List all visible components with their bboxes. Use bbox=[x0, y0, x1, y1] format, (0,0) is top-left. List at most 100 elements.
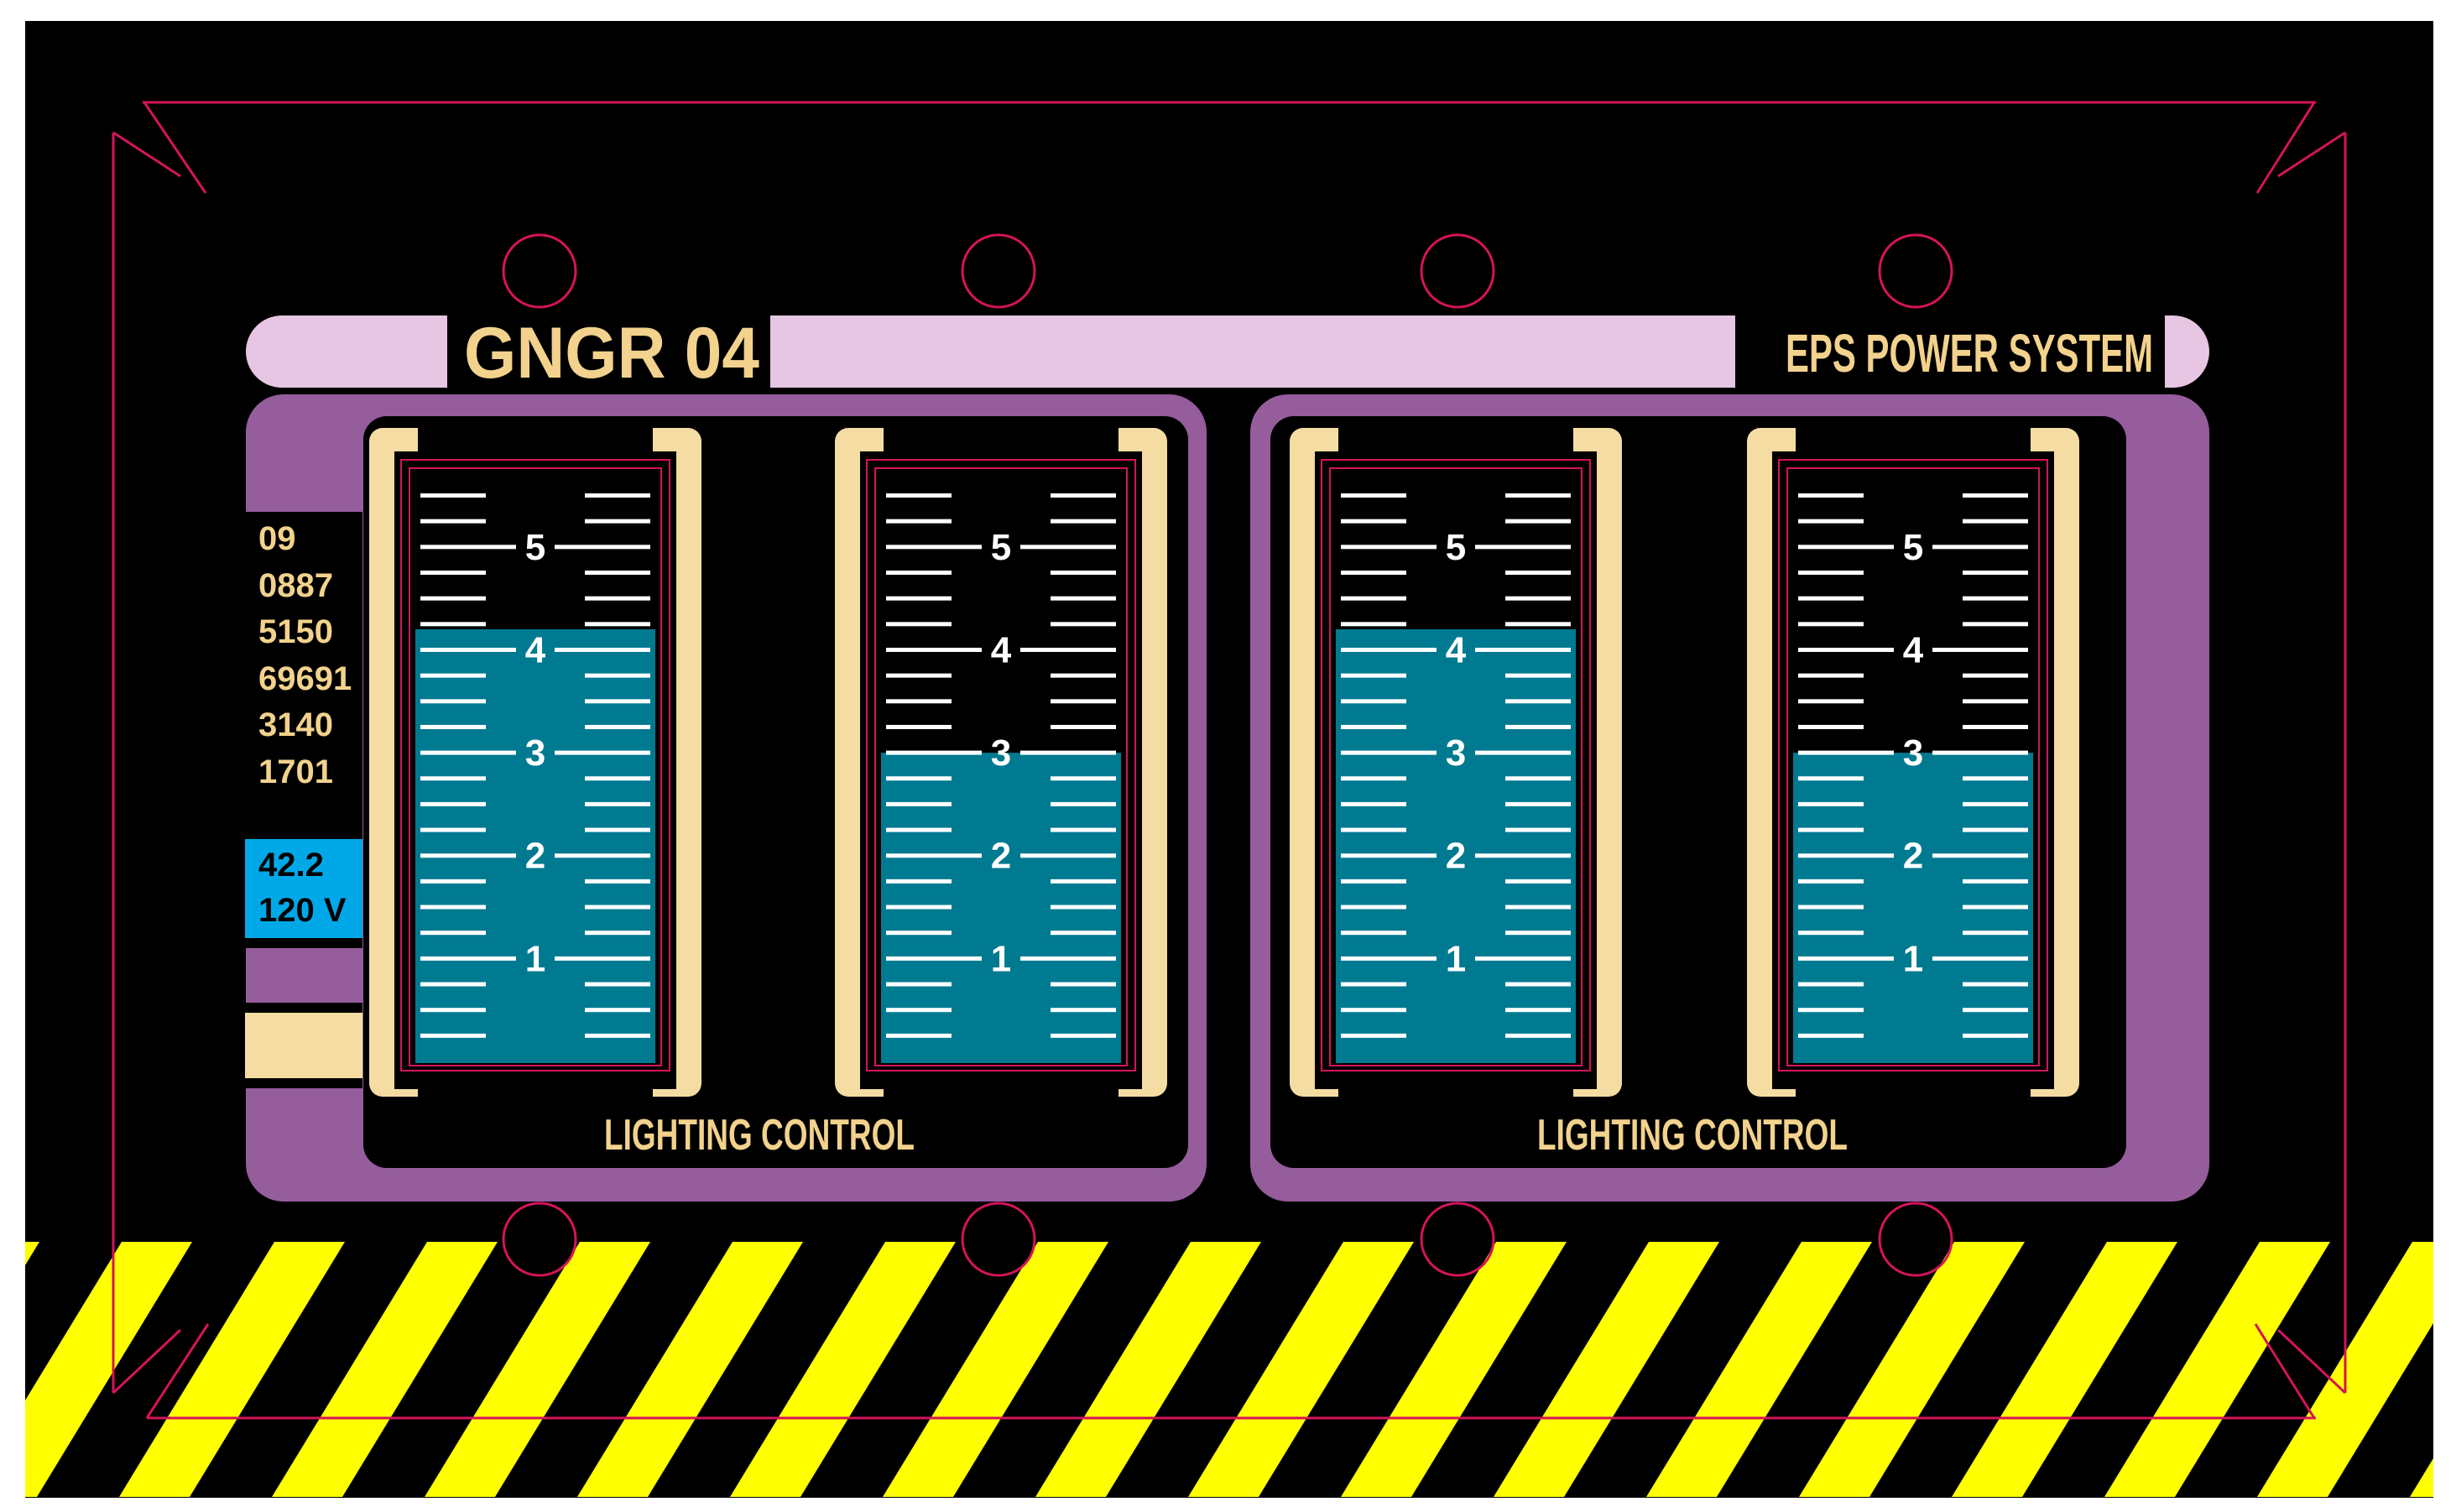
readout-line: 3140 bbox=[258, 706, 333, 743]
scale-tick bbox=[1051, 853, 1116, 858]
scale-tick bbox=[1341, 673, 1406, 678]
scale-tick bbox=[1963, 724, 2028, 729]
scale-tick bbox=[1963, 879, 2028, 884]
scale-tick bbox=[1798, 622, 1864, 627]
scale-label: 5 bbox=[525, 527, 545, 568]
hazard-stripe bbox=[1952, 1242, 2177, 1497]
scale-tick bbox=[1864, 750, 1894, 755]
scale-tick bbox=[886, 673, 952, 678]
scale-label: 3 bbox=[1446, 733, 1466, 774]
scale-tick bbox=[886, 879, 952, 884]
scale-tick bbox=[1798, 699, 1864, 704]
scale-tick bbox=[585, 827, 650, 832]
scale-tick bbox=[1505, 827, 1571, 832]
scale-tick bbox=[1963, 982, 2028, 987]
scale-tick bbox=[1798, 776, 1864, 781]
scale-tick bbox=[1051, 956, 1116, 961]
scale-tick bbox=[1020, 956, 1051, 961]
scale-tick bbox=[1963, 956, 2028, 961]
hazard-stripe bbox=[1799, 1242, 2025, 1497]
scale-tick bbox=[1341, 982, 1406, 987]
status-voltage: 120 V bbox=[258, 892, 347, 929]
scale-tick bbox=[1406, 853, 1437, 858]
hazard-stripe bbox=[1035, 1242, 1261, 1497]
scale-tick bbox=[1051, 596, 1116, 601]
scale-tick bbox=[1341, 827, 1406, 832]
scale-label: 1 bbox=[1903, 938, 1923, 979]
scale-tick bbox=[886, 1033, 952, 1038]
scale-tick bbox=[1798, 724, 1864, 729]
scale-tick bbox=[555, 853, 585, 858]
scale-tick bbox=[1475, 750, 1505, 755]
scale-tick bbox=[585, 571, 650, 575]
scale-tick bbox=[1505, 982, 1571, 987]
scale-tick bbox=[555, 647, 585, 652]
scale-tick bbox=[420, 905, 486, 910]
scale-label: 4 bbox=[525, 629, 546, 670]
scale-tick bbox=[585, 750, 650, 755]
scale-tick bbox=[420, 827, 486, 832]
scale-tick bbox=[1505, 931, 1571, 936]
scale-tick bbox=[886, 519, 952, 524]
lighting-control-label: LIGHTING CONTROL bbox=[604, 1111, 915, 1160]
scale-tick bbox=[952, 647, 982, 652]
scale-tick bbox=[886, 699, 952, 704]
scale-tick bbox=[1051, 801, 1116, 806]
scale-tick bbox=[1505, 1008, 1571, 1013]
scale-tick bbox=[420, 750, 486, 755]
readout-line: 69691 bbox=[258, 660, 352, 697]
scale-tick bbox=[585, 801, 650, 806]
scale-tick bbox=[1963, 571, 2028, 575]
hazard-stripes bbox=[25, 1242, 2433, 1497]
scale-tick bbox=[1020, 545, 1051, 550]
scale-tick bbox=[1505, 750, 1571, 755]
scale-tick bbox=[420, 879, 486, 884]
lighting-control-label: LIGHTING CONTROL bbox=[1537, 1111, 1848, 1160]
scale-tick bbox=[420, 647, 486, 652]
scale-tick bbox=[886, 647, 952, 652]
scale-tick bbox=[1963, 905, 2028, 910]
scale-tick bbox=[886, 801, 952, 806]
scale-tick bbox=[1505, 905, 1571, 910]
scale-tick bbox=[1798, 1008, 1864, 1013]
scale-tick bbox=[1051, 724, 1116, 729]
scale-tick bbox=[1963, 801, 2028, 806]
scale-tick bbox=[1406, 647, 1437, 652]
scale-tick bbox=[1051, 750, 1116, 755]
scale-tick bbox=[1341, 699, 1406, 704]
scale-tick bbox=[420, 1008, 486, 1013]
scale-tick bbox=[420, 545, 486, 550]
scale-tick bbox=[886, 596, 952, 601]
scale-tick bbox=[486, 750, 516, 755]
scale-tick bbox=[585, 853, 650, 858]
scale-tick bbox=[1051, 673, 1116, 678]
scale-tick bbox=[585, 545, 650, 550]
scale-tick bbox=[1505, 853, 1571, 858]
scale-tick bbox=[1932, 956, 1963, 961]
scale-label: 1 bbox=[525, 938, 545, 979]
scale-tick bbox=[420, 853, 486, 858]
hazard-stripe bbox=[25, 1242, 192, 1497]
mount-hole-icon bbox=[1420, 1202, 1495, 1277]
scale-tick bbox=[1963, 750, 2028, 755]
scale-tick bbox=[1798, 647, 1864, 652]
panel-code: GNGR 04 bbox=[464, 313, 759, 394]
scale-tick bbox=[1406, 956, 1437, 961]
scale-tick bbox=[1051, 545, 1116, 550]
scale-tick bbox=[1341, 879, 1406, 884]
scale-tick bbox=[1864, 545, 1894, 550]
scale-tick bbox=[952, 545, 982, 550]
scale-tick bbox=[1341, 1033, 1406, 1038]
scale-tick bbox=[1341, 724, 1406, 729]
scale-label: 5 bbox=[991, 527, 1011, 568]
scale-tick bbox=[1406, 545, 1437, 550]
hazard-stripe bbox=[1494, 1242, 1719, 1497]
scale-tick bbox=[1341, 647, 1406, 652]
hazard-stripe bbox=[883, 1242, 1108, 1497]
scale-tick bbox=[1963, 699, 2028, 704]
